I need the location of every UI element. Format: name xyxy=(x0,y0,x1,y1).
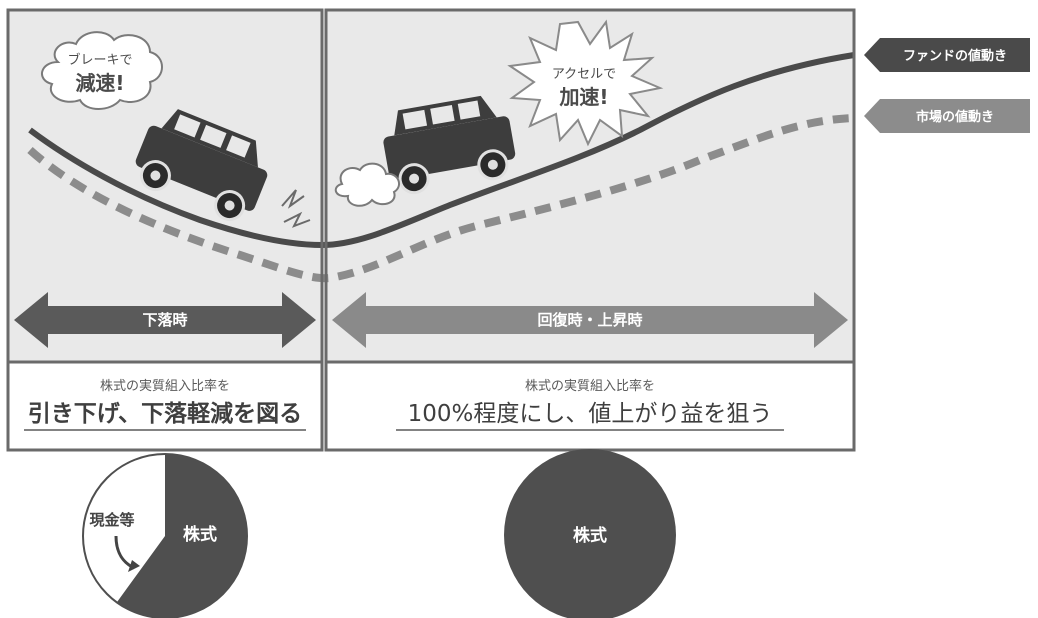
brake-bubble-big-text: 減速! xyxy=(75,71,124,95)
right-pie-stock-slice xyxy=(504,449,676,618)
falling-caption-box xyxy=(6,360,324,452)
recovery-phase-label: 回復時・上昇時 xyxy=(537,311,642,329)
falling-caption-big: 引き下げ、下落軽減を図る xyxy=(28,401,302,427)
fund-legend-label: ファンドの値動き xyxy=(903,48,1007,64)
falling-phase-label: 下落時 xyxy=(142,311,187,329)
recovery-phase-arrow: 回復時・上昇時 xyxy=(332,292,848,348)
accel-bubble-big-text: 加速! xyxy=(558,85,608,109)
brake-bubble-small-text: ブレーキで xyxy=(67,52,132,68)
recovery-caption-box xyxy=(324,360,856,452)
right-allocation-pie: 株式 xyxy=(504,449,676,618)
brake-speech-bubble: ブレーキで 減速! xyxy=(41,31,163,110)
fund-legend-tag: ファンドの値動き xyxy=(864,38,1030,72)
left-allocation-pie: 株式 現金等 xyxy=(82,453,248,618)
recovery-caption-small: 株式の実質組入比率を xyxy=(525,378,655,394)
falling-phase-arrow: 下落時 xyxy=(14,292,316,348)
accel-bubble-small-text: アクセルで xyxy=(552,67,616,82)
accel-speech-bubble: アクセルで 加速! xyxy=(507,19,664,147)
market-legend-tag: 市場の値動き xyxy=(864,99,1030,133)
cash-pointer-arrowhead-icon xyxy=(128,560,140,572)
market-legend-label: 市場の値動き xyxy=(916,109,994,125)
car-braking-icon xyxy=(135,109,268,222)
left-pie-stock-slice xyxy=(116,454,248,618)
recovery-caption-big: 100%程度にし、値上がり益を狙う xyxy=(408,401,773,427)
fund-movement-line xyxy=(28,52,855,249)
left-pie-cash-label: 現金等 xyxy=(89,511,134,529)
exhaust-cloud-icon xyxy=(334,162,401,207)
left-pie-stock-label: 株式 xyxy=(183,524,217,545)
brake-spark-icon xyxy=(281,189,311,228)
falling-caption-small: 株式の実質組入比率を xyxy=(100,378,230,394)
market-movement-line xyxy=(27,114,855,283)
right-pie-stock-label: 株式 xyxy=(573,525,607,546)
car-accelerating-icon xyxy=(383,95,516,195)
